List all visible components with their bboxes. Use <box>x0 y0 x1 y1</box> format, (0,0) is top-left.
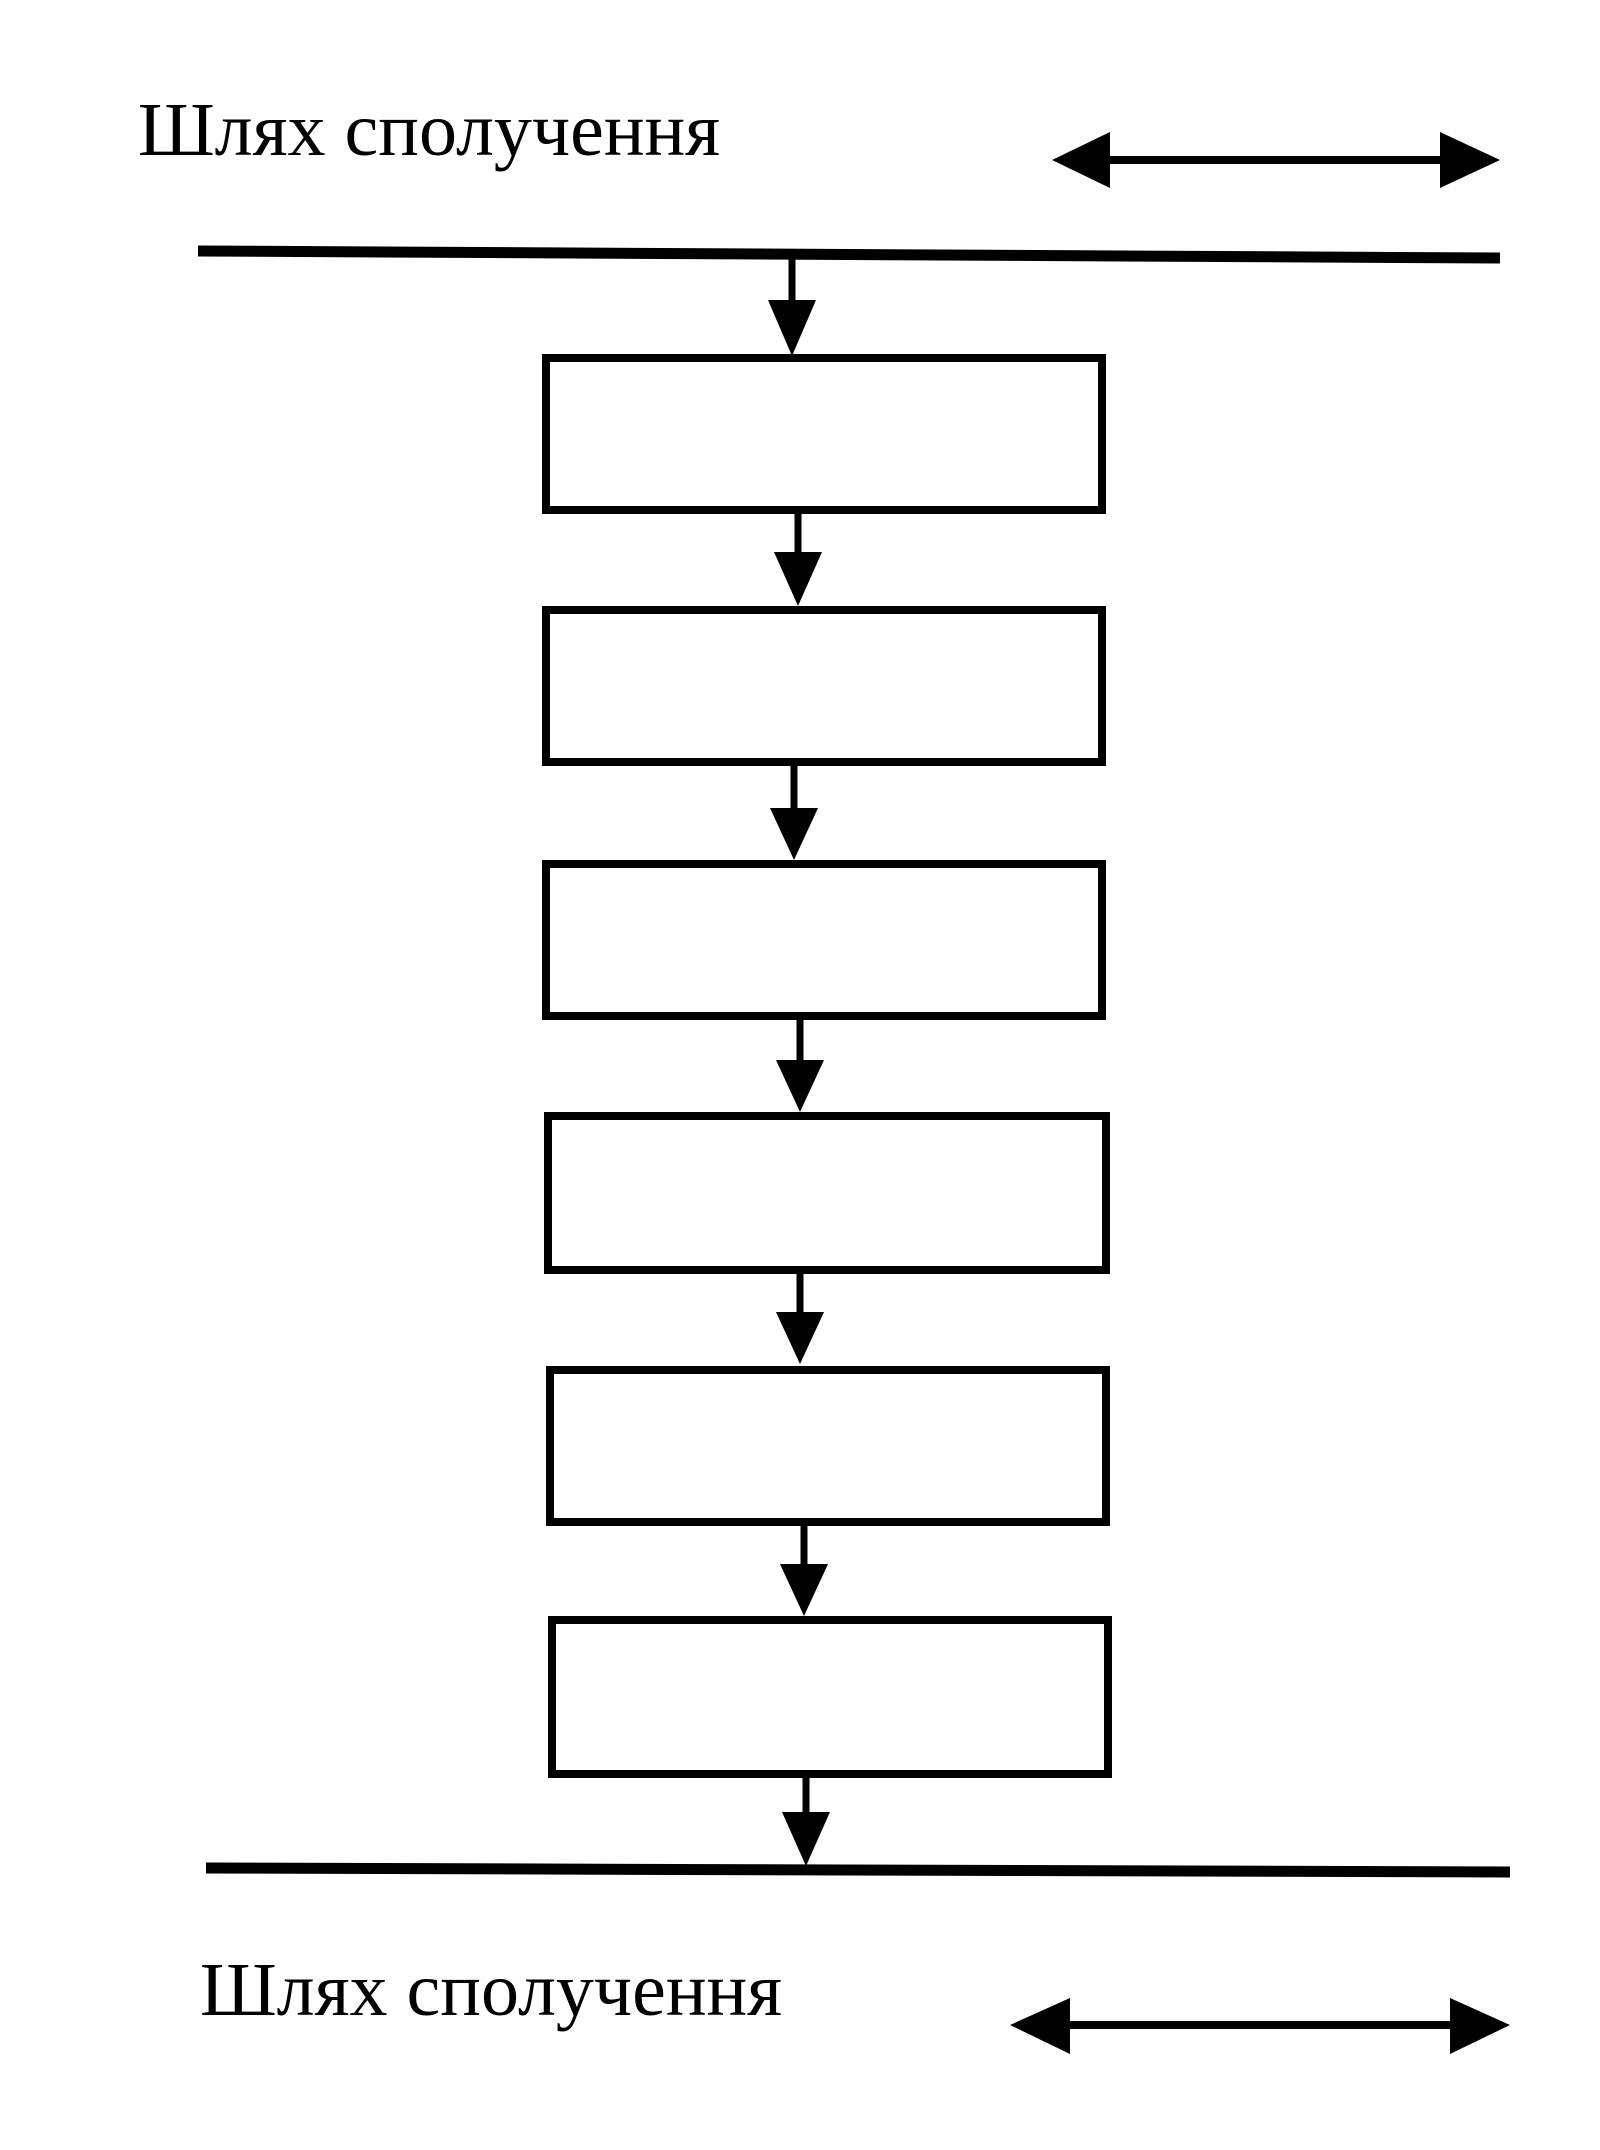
flow-arrow-7 <box>782 1776 830 1866</box>
stage-blocks <box>542 354 1112 1778</box>
flow-arrow-5 <box>776 1270 824 1364</box>
stage-block-3 <box>542 860 1106 1020</box>
flow-arrows <box>768 258 830 1866</box>
flow-arrow-6 <box>780 1524 828 1616</box>
flow-arrow-3 <box>770 764 818 860</box>
bottom-bus-line <box>205 1862 1511 1878</box>
stage-block-1 <box>542 354 1106 514</box>
stage-block-6 <box>548 1616 1112 1778</box>
flow-arrow-4 <box>776 1018 824 1112</box>
flow-arrow-1 <box>768 258 816 356</box>
flow-arrow-2 <box>774 512 822 606</box>
top-path-label: Шлях сполучення <box>138 88 721 172</box>
stage-block-4 <box>544 1112 1110 1274</box>
stage-block-5 <box>546 1366 1110 1526</box>
top-bidirectional-arrow-icon <box>1052 132 1500 188</box>
bottom-path-label: Шлях сполучення <box>200 1948 783 2032</box>
stage-block-2 <box>542 606 1106 766</box>
bottom-bidirectional-arrow-icon <box>1010 1998 1510 2054</box>
top-bus-line <box>197 245 1501 264</box>
